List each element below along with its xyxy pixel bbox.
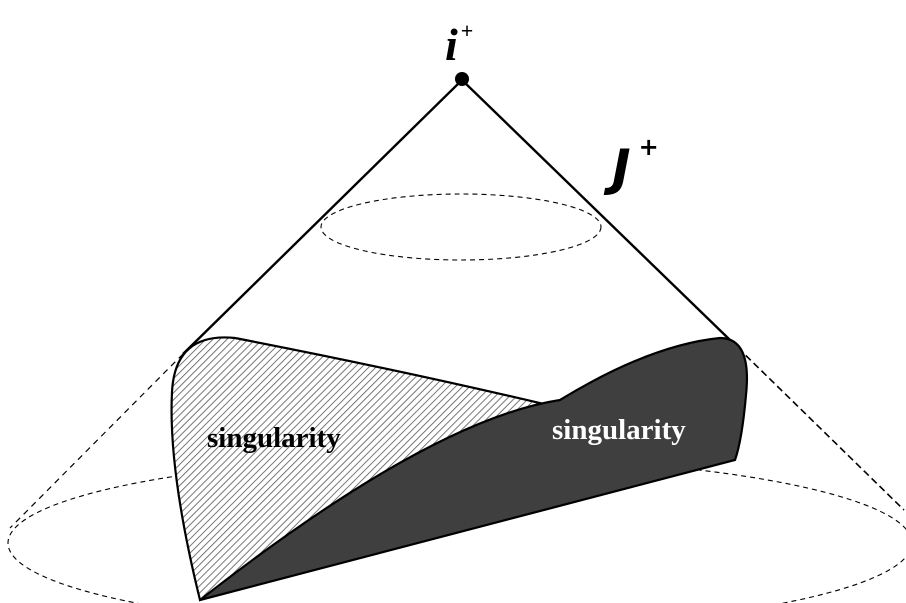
base-circle bbox=[7, 456, 906, 603]
apex-label: i+ bbox=[445, 18, 473, 70]
dark-region-bottom-edge bbox=[199, 459, 736, 601]
right-singularity-region bbox=[199, 336, 748, 602]
mid-circle bbox=[320, 193, 602, 261]
cone-left-lower bbox=[9, 353, 184, 529]
scri-label: J+ bbox=[603, 133, 659, 197]
scri-plus-cone bbox=[182, 78, 731, 355]
cone-right-lower bbox=[729, 339, 905, 511]
right-singularity-label: singularity bbox=[552, 414, 686, 446]
left-singularity-label: singularity bbox=[207, 422, 341, 454]
apex-point bbox=[455, 72, 469, 86]
left-singularity-region bbox=[170, 336, 552, 602]
